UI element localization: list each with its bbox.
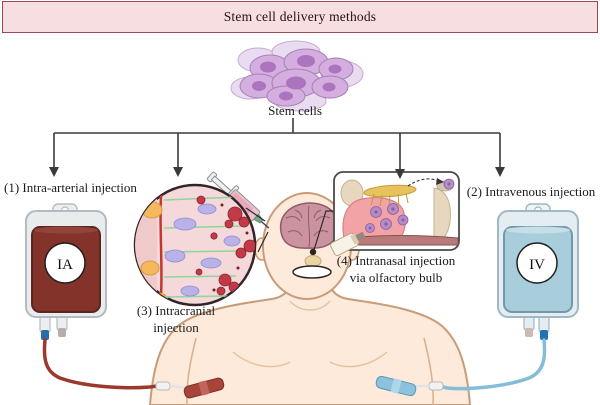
red-cell-clusters <box>195 195 255 296</box>
connector-tree <box>53 118 501 170</box>
blue-port-cap <box>41 330 49 340</box>
glial-cells <box>164 203 241 297</box>
ia-bag-label: IA <box>57 257 73 273</box>
vessel-wall <box>158 185 164 305</box>
method-1-label: (1) Intra-arterial injection <box>4 180 137 195</box>
inset-callout-line-bottom <box>257 231 269 253</box>
method-3-label: (3) Intracranial injection <box>136 303 216 335</box>
iv-catheter-icon <box>183 377 225 399</box>
iv-bag-icon: IV <box>497 203 579 340</box>
blue-port-cap <box>540 330 548 340</box>
olfactory-fibers <box>370 192 409 208</box>
mouth <box>292 265 332 279</box>
down-arrow-icon <box>49 167 505 179</box>
nasal-spray-bottle-icon <box>330 231 366 256</box>
blood-bag-icon: IA <box>25 203 107 340</box>
method-4-label: (4) Intranasal injection via olfactory b… <box>336 253 456 285</box>
microscope-inset-icon <box>133 183 257 307</box>
nasal-cavity-inset-icon <box>330 171 460 256</box>
page-title: Stem cell delivery methods <box>223 9 377 24</box>
arterial-tube <box>42 338 159 390</box>
brain-icon <box>279 202 339 249</box>
venous-tube <box>441 338 547 391</box>
syringe-icon <box>206 171 270 229</box>
olfactory-bulb <box>363 184 417 198</box>
inset-callout-line-top <box>245 207 266 222</box>
iv-bag-label: IV <box>529 257 545 273</box>
iv-catheter-icon <box>375 375 417 397</box>
tube-connector-left <box>155 381 171 391</box>
stem-cell-cluster-icon <box>230 40 364 112</box>
nasal-callout-line <box>313 210 336 251</box>
nose-dot <box>309 248 317 256</box>
human-torso-icon <box>148 251 472 405</box>
stem-cells-label: Stem cells <box>268 103 322 118</box>
grey-port-cap <box>525 328 533 337</box>
method-2-label: (2) Intravenous injection <box>466 184 596 199</box>
tube-connector-right <box>428 381 444 391</box>
migration-arrow <box>407 178 440 187</box>
stem-cell-nuclei-nasal <box>368 182 451 230</box>
grey-port-cap <box>58 328 66 337</box>
micro-dots <box>212 203 249 292</box>
title-banner: Stem cell delivery methods <box>2 1 598 33</box>
